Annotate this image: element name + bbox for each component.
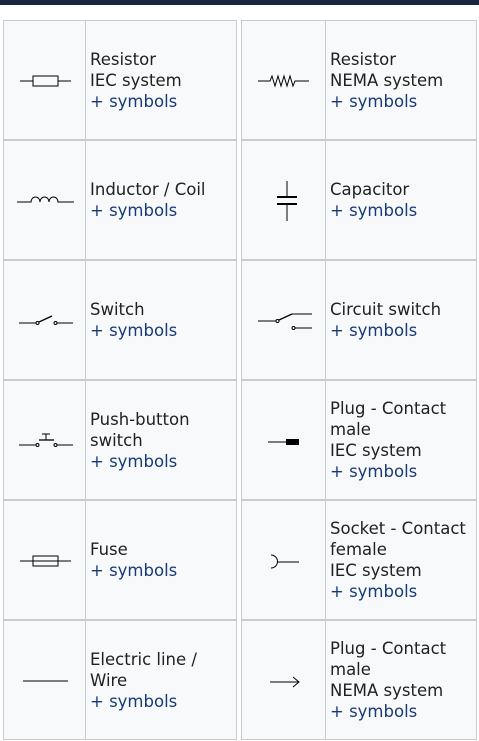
symbol-cell	[241, 380, 326, 500]
symbol-name-line: Switch	[90, 300, 145, 319]
switch-icon	[19, 315, 73, 325]
wire-icon	[23, 680, 68, 682]
symbol-name-line: Wire	[90, 670, 128, 690]
symbols-link[interactable]: + symbols	[90, 201, 178, 220]
symbol-name-line: NEMA system	[330, 681, 444, 700]
symbol-name-line: Electric line /	[90, 649, 197, 669]
label-cell: Fuse + symbols	[85, 500, 237, 620]
label-cell: Resistor IEC system + symbols	[85, 20, 237, 140]
symbol-cell	[3, 620, 86, 740]
symbol-cell	[241, 20, 326, 140]
symbol-cell	[241, 260, 326, 380]
table-row: Inductor / Coil + symbols	[3, 140, 237, 260]
circuit-switch-icon	[258, 313, 312, 330]
label-cell: Switch + symbols	[85, 260, 237, 380]
label-cell: Plug - Contact male IEC system + symbols	[325, 380, 477, 500]
symbol-name-line: Fuse	[90, 540, 128, 559]
table-row: Capacitor + symbols	[241, 140, 477, 260]
symbol-name-line: Resistor	[90, 49, 156, 69]
table-row: Fuse + symbols	[3, 500, 237, 620]
symbol-cell	[3, 140, 86, 260]
header-bar	[0, 0, 479, 5]
symbol-name-line: male	[330, 420, 371, 439]
symbol-name-line: switch	[90, 430, 143, 450]
symbol-cell	[241, 620, 326, 740]
symbol-name-line: IEC system	[330, 441, 422, 460]
symbol-name-line: female	[330, 540, 387, 559]
table-row: Resistor NEMA system + symbols	[241, 20, 477, 140]
symbol-cell	[3, 500, 86, 620]
symbol-name-line: Plug - Contact	[330, 399, 447, 418]
table-row: Plug - Contact male IEC system + symbols	[241, 380, 477, 500]
table-row: Circuit switch + symbols	[241, 260, 477, 380]
capacitor-icon	[277, 181, 297, 221]
symbols-link[interactable]: + symbols	[330, 702, 418, 721]
label-cell: Circuit switch + symbols	[325, 260, 477, 380]
symbol-name-line: Plug - Contact	[330, 639, 447, 658]
label-cell: Capacitor + symbols	[325, 140, 477, 260]
plug-nema-icon	[270, 676, 300, 688]
symbol-name-line: IEC system	[90, 70, 182, 90]
symbols-link[interactable]: + symbols	[90, 321, 178, 340]
symbols-link[interactable]: + symbols	[330, 582, 418, 601]
label-cell: Electric line / Wire + symbols	[85, 620, 237, 740]
symbols-link[interactable]: + symbols	[90, 691, 178, 711]
symbol-name-line: Resistor	[330, 49, 396, 69]
symbol-cell	[3, 380, 86, 500]
symbol-name-line: Capacitor	[330, 180, 410, 199]
table-row: Switch + symbols	[3, 260, 237, 380]
table-row: Push-button switch + symbols	[3, 380, 237, 500]
symbol-name-line: Circuit switch	[330, 300, 442, 319]
left-column: Resistor IEC system + symbols Inductor /…	[3, 20, 237, 740]
label-cell: Push-button switch + symbols	[85, 380, 237, 500]
symbol-cell	[241, 500, 326, 620]
symbols-link[interactable]: + symbols	[90, 561, 178, 580]
symbols-link[interactable]: + symbols	[330, 201, 418, 220]
symbol-name-line: Push-button	[90, 409, 190, 429]
symbols-table: Resistor IEC system + symbols Inductor /…	[3, 20, 477, 740]
symbol-cell	[241, 140, 326, 260]
table-row: Resistor IEC system + symbols	[3, 20, 237, 140]
fuse-icon	[20, 555, 71, 567]
symbol-name-line: male	[330, 660, 371, 679]
symbol-name-line: NEMA system	[330, 70, 444, 90]
label-cell: Plug - Contact male NEMA system + symbol…	[325, 620, 477, 740]
symbols-link[interactable]: + symbols	[90, 451, 178, 471]
inductor-icon	[17, 196, 74, 203]
symbols-link[interactable]: + symbols	[330, 321, 418, 340]
symbols-link[interactable]: + symbols	[330, 91, 418, 111]
label-cell: Socket - Contact female IEC system + sym…	[325, 500, 477, 620]
label-cell: Resistor NEMA system + symbols	[325, 20, 477, 140]
resistor-iec-icon	[20, 75, 71, 87]
table-row: Socket - Contact female IEC system + sym…	[241, 500, 477, 620]
plug-iec-icon	[268, 439, 299, 445]
right-column: Resistor NEMA system + symbols Capacitor…	[241, 20, 477, 740]
push-button-icon	[19, 433, 73, 447]
symbol-cell	[3, 260, 86, 380]
symbol-name-line: Inductor / Coil	[90, 180, 206, 199]
table-row: Plug - Contact male NEMA system + symbol…	[241, 620, 477, 740]
symbol-name-line: IEC system	[330, 561, 422, 580]
label-cell: Inductor / Coil + symbols	[85, 140, 237, 260]
socket-icon	[270, 554, 299, 569]
symbols-link[interactable]: + symbols	[330, 462, 418, 481]
table-row: Electric line / Wire + symbols	[3, 620, 237, 740]
symbols-link[interactable]: + symbols	[90, 91, 178, 111]
symbol-cell	[3, 20, 86, 140]
symbol-name-line: Socket - Contact	[330, 519, 466, 538]
resistor-nema-icon	[258, 74, 309, 88]
